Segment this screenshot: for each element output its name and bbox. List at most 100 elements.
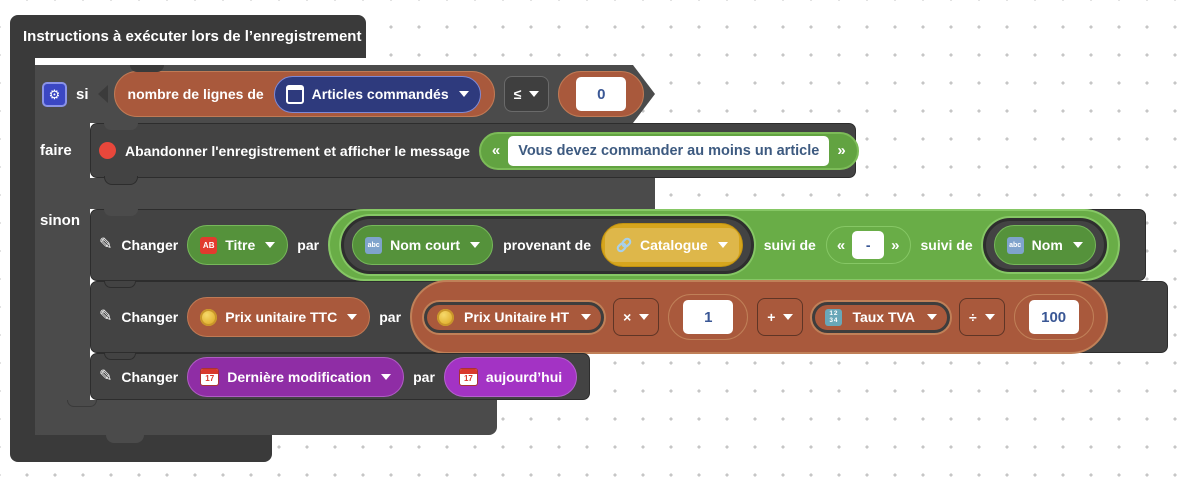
par-label: par xyxy=(413,368,435,385)
calendar-icon: 17 xyxy=(200,367,220,386)
separator-text-block[interactable]: « - » xyxy=(825,226,911,264)
count-of-lines-block[interactable]: nombre de lignes de Articles commandés xyxy=(114,71,495,117)
calendar-icon-top xyxy=(201,368,219,374)
container-block-left-spine[interactable] xyxy=(10,58,35,435)
calendar-icon-top xyxy=(459,368,477,374)
coin-icon xyxy=(437,308,455,326)
if-block-else-band[interactable] xyxy=(35,178,655,209)
coin-icon xyxy=(200,308,218,326)
quote-close: » xyxy=(891,236,900,254)
if-block-header[interactable]: ⚙ si nombre de lignes de Articles comman… xyxy=(35,65,655,123)
text-field-icon: AB xyxy=(200,236,218,254)
short-name-value: Nom court xyxy=(390,237,461,253)
chevron-down-icon xyxy=(581,314,592,320)
number-input[interactable]: 100 xyxy=(1028,300,1079,334)
connector-notch xyxy=(104,281,136,288)
abc-text-icon: abc xyxy=(1006,236,1024,254)
count-of-lines-label: nombre de lignes de xyxy=(127,86,264,102)
name-block[interactable]: abc Nom xyxy=(982,218,1107,272)
separator-input[interactable]: - xyxy=(852,231,885,259)
message-input[interactable]: Vous devez commander au moins un article xyxy=(508,135,830,166)
abc-text-icon: abc xyxy=(365,236,383,254)
number-input[interactable]: 0 xyxy=(576,77,626,111)
add-operator-value: + xyxy=(767,309,776,325)
short-name-dropdown[interactable]: abc Nom court xyxy=(352,225,494,265)
pencil-icon: ✎ xyxy=(99,308,113,325)
multiply-operator-value: × xyxy=(623,309,632,325)
set-verb-label: Changer xyxy=(121,237,179,253)
if-block-spine[interactable] xyxy=(35,123,90,435)
chevron-down-icon xyxy=(470,242,481,248)
title-field-value: Titre xyxy=(225,237,256,253)
chevron-down-icon xyxy=(926,314,937,320)
abort-statement-block[interactable]: Abandonner l'enregistrement et afficher … xyxy=(90,123,859,178)
chevron-down-icon xyxy=(265,242,276,248)
number-input[interactable]: 1 xyxy=(683,300,734,334)
catalogue-dropdown[interactable]: Catalogue xyxy=(601,223,743,267)
chevron-down-icon xyxy=(1072,242,1083,248)
digits-row: 12 xyxy=(829,310,839,317)
quote-open: « xyxy=(491,142,501,159)
set-verb-label: Changer xyxy=(121,309,179,325)
chevron-down-icon xyxy=(783,314,794,320)
comparison-operator-dropdown[interactable]: ≤ xyxy=(504,76,550,112)
unit-price-ht-dropdown[interactable]: Prix Unitaire HT xyxy=(424,301,605,333)
pencil-icon: ✎ xyxy=(99,367,113,385)
tax-rate-value: Taux TVA xyxy=(852,309,915,325)
today-value: aujourd’hui xyxy=(485,368,563,385)
date-field-value: Dernière modification xyxy=(227,368,372,385)
date-field-dropdown[interactable]: 17 Dernière modification xyxy=(187,356,405,397)
number-block[interactable]: 100 xyxy=(1013,294,1094,340)
set-title-statement-block[interactable]: ✎ Changer AB Titre par abc Nom court pro… xyxy=(90,209,1146,281)
quote-close: » xyxy=(837,142,846,159)
divide-operator-dropdown[interactable]: ÷ xyxy=(958,298,1005,336)
set-verb-label: Changer xyxy=(121,368,179,385)
catalogue-value: Catalogue xyxy=(640,237,708,253)
table-dropdown[interactable]: Articles commandés xyxy=(274,76,481,113)
connector-notch xyxy=(130,65,164,72)
connector-notch xyxy=(104,209,138,216)
table-dropdown-value: Articles commandés xyxy=(311,86,449,102)
number-block[interactable]: 1 xyxy=(668,294,749,340)
concat-expression-block[interactable]: abc Nom court provenant de Catalogue xyxy=(328,209,1120,281)
price-field-value: Prix unitaire TTC xyxy=(225,309,338,325)
if-label: si xyxy=(76,85,89,103)
value-input-notch-icon xyxy=(98,85,108,103)
par-label: par xyxy=(379,309,402,325)
set-price-statement-block[interactable]: ✎ Changer Prix unitaire TTC par Prix Uni… xyxy=(90,280,1168,354)
gear-glyph: ⚙ xyxy=(48,86,61,102)
title-field-dropdown[interactable]: AB Titre xyxy=(187,225,289,265)
math-expression-block[interactable]: Prix Unitaire HT × 1 + 12 34 Taux TVA xyxy=(410,280,1108,354)
calendar-icon-day: 17 xyxy=(205,374,215,383)
abort-label: Abandonner l'enregistrement et afficher … xyxy=(125,142,470,159)
else-label: sinon xyxy=(40,212,80,229)
multiply-operator-dropdown[interactable]: × xyxy=(613,298,660,336)
add-operator-dropdown[interactable]: + xyxy=(757,298,804,336)
text-block[interactable]: « Vous devez commander au moins un artic… xyxy=(478,131,859,170)
comparison-operator-value: ≤ xyxy=(513,86,522,102)
name-dropdown[interactable]: abc Nom xyxy=(993,225,1096,265)
gear-icon[interactable]: ⚙ xyxy=(42,82,67,107)
calendar-icon: 17 xyxy=(458,367,478,386)
chevron-down-icon xyxy=(347,314,358,320)
set-date-statement-block[interactable]: ✎ Changer 17 Dernière modification par 1… xyxy=(90,353,590,400)
chevron-down-icon xyxy=(984,314,995,320)
connector-notch xyxy=(104,353,136,360)
followed-by-label: suivi de xyxy=(920,237,973,253)
link-icon xyxy=(616,237,632,253)
if-block-footer[interactable] xyxy=(35,400,497,435)
followed-by-label: suivi de xyxy=(763,237,816,253)
name-value: Nom xyxy=(1031,237,1063,253)
tax-rate-dropdown[interactable]: 12 34 Taux TVA xyxy=(812,301,950,333)
today-block[interactable]: 17 aujourd’hui xyxy=(443,356,578,397)
chevron-down-icon xyxy=(639,314,650,320)
chevron-down-icon xyxy=(459,91,469,97)
container-title: Instructions à exécuter lors de l’enregi… xyxy=(23,28,362,45)
container-block-header[interactable]: Instructions à exécuter lors de l’enregi… xyxy=(10,15,366,58)
number-field-icon: 12 34 xyxy=(825,308,843,326)
price-field-dropdown[interactable]: Prix unitaire TTC xyxy=(187,297,371,337)
number-block[interactable]: 0 xyxy=(558,71,644,117)
digits-row: 34 xyxy=(829,317,839,324)
lookup-block[interactable]: abc Nom court provenant de Catalogue xyxy=(341,216,754,274)
